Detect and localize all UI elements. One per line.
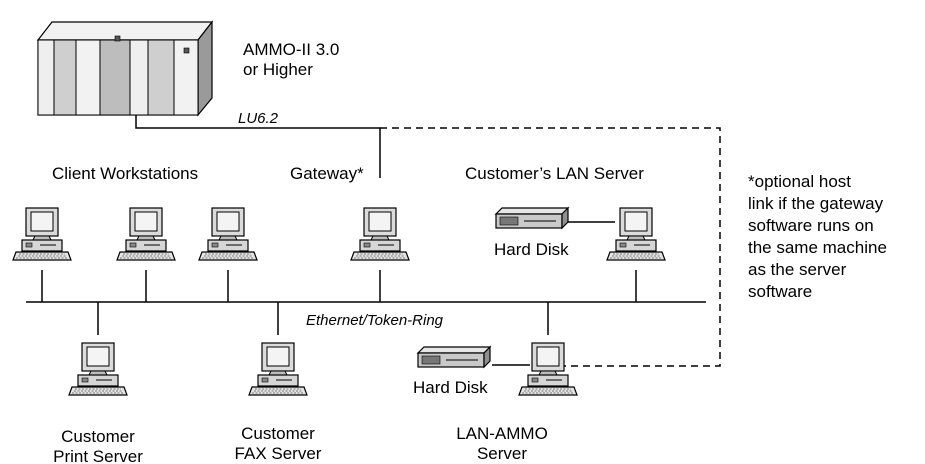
lan-ammo-server-label-line1: LAN-AMMO (456, 424, 548, 443)
mainframe-host-icon (36, 20, 214, 117)
gateway-label: Gateway* (290, 164, 364, 183)
print-server-icon (68, 342, 128, 396)
client-workstation-3-icon (198, 207, 258, 261)
host-link-line (135, 115, 381, 178)
lan-ammo-hard-disk-label: Hard Disk (413, 378, 488, 397)
fax-server-label-line1: Customer (241, 424, 315, 443)
host-name-line2: or Higher (243, 60, 313, 79)
client-workstation-2-icon (116, 207, 176, 261)
print-server-label-line1: Customer (61, 427, 135, 446)
lan-ammo-server-label-line2: Server (476, 444, 528, 463)
print-server-label-line2: Print Server (53, 447, 143, 464)
lan-server-hard-disk-icon (495, 207, 569, 229)
footnote-text: *optional host link if the gateway softw… (748, 172, 887, 301)
gateway-workstation-icon (350, 207, 410, 261)
lan-ammo-hard-disk-icon (417, 346, 491, 368)
lan-ammo-server-icon (518, 342, 578, 396)
customer-lan-server-label: Customer’s LAN Server (465, 164, 644, 183)
host-name-line1: AMMO-II 3.0 (243, 40, 340, 59)
host-link-label: LU6.2 (238, 110, 279, 127)
lan-server-hard-disk-label: Hard Disk (494, 240, 569, 259)
customer-lan-server-icon (606, 207, 666, 261)
workstation-drop-lines (41, 270, 637, 335)
optional-host-link-dashed-line (380, 127, 721, 367)
network-label: Ethernet/Token-Ring (306, 312, 444, 329)
fax-server-label-line2: FAX Server (234, 444, 322, 463)
client-workstations-label: Client Workstations (52, 164, 199, 183)
fax-server-icon (248, 342, 308, 396)
client-workstation-1-icon (12, 207, 72, 261)
